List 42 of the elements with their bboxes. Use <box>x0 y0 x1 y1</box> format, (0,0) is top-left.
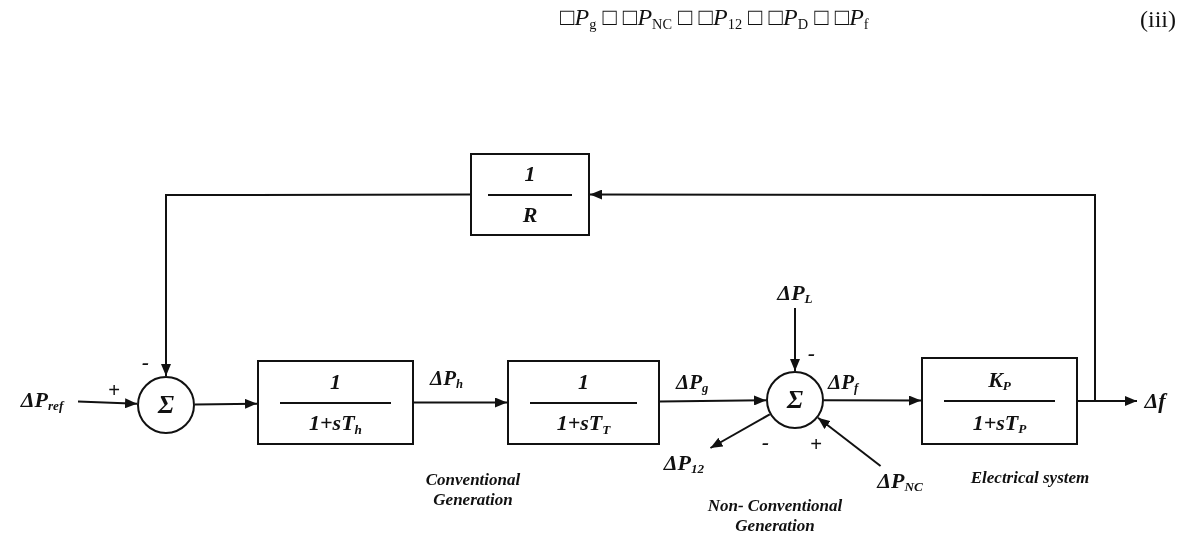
numerator-text: 1 <box>578 370 589 393</box>
transfer-function-block <box>470 153 590 236</box>
sign-label: - <box>808 343 815 364</box>
signal-arrow <box>161 193 471 377</box>
signal-arrow <box>709 413 771 449</box>
equation-text: □P$_{g}$ □ □P$_{NC}$ □ □P$_{12}$ □ □P$_{D}$ □ □P$_{f}$ <box>560 4 869 31</box>
summing-junction: Σ <box>766 371 824 429</box>
denominator-text: R <box>522 203 538 226</box>
signal-arrow <box>77 398 138 409</box>
caption-text: Conventional Generation <box>424 470 522 511</box>
sign-label: + <box>108 380 120 401</box>
edge-label: ΔP$_{f}$ <box>828 372 859 393</box>
signal-text: Δf <box>1144 390 1166 412</box>
caption-text: Non- Conventional Generation <box>706 496 844 537</box>
signal-text: ΔP$_{L}$ <box>777 282 813 304</box>
signal-text: ΔP$_{12}$ <box>663 452 705 474</box>
signal-arrow <box>823 395 922 406</box>
signal-arrow <box>816 416 882 467</box>
transfer-function-block <box>507 360 660 445</box>
denominator-text: 1+sT$_{h}$ <box>309 412 362 435</box>
edge-label: ΔP$_{g}$ <box>676 372 709 393</box>
signal-text: ΔP$_{ref}$ <box>20 389 64 411</box>
sign-label: - <box>762 432 769 453</box>
sign-label: + <box>810 434 822 455</box>
caption-text: Electrical system <box>969 468 1091 489</box>
signal-text: ΔP$_{NC}$ <box>877 470 923 492</box>
denominator-text: 1+sT$_{T}$ <box>556 412 611 435</box>
edge-label: ΔP$_{h}$ <box>430 368 463 389</box>
equation-number: (iii) <box>1140 6 1176 33</box>
sign-label: - <box>142 352 149 373</box>
signal-arrow <box>194 398 258 409</box>
denominator-text: 1+sT$_{P}$ <box>972 411 1027 434</box>
numerator-text: K$_{P}$ <box>988 368 1011 391</box>
numerator-text: 1 <box>330 370 341 393</box>
summing-junction: Σ <box>137 376 195 434</box>
transfer-function-block <box>921 357 1078 445</box>
signal-arrow <box>413 397 508 408</box>
signal-arrow <box>659 395 767 406</box>
signal-arrow <box>790 307 800 372</box>
signal-arrow <box>589 189 1096 402</box>
numerator-text: 1 <box>524 163 536 186</box>
transfer-function-block <box>257 360 414 445</box>
